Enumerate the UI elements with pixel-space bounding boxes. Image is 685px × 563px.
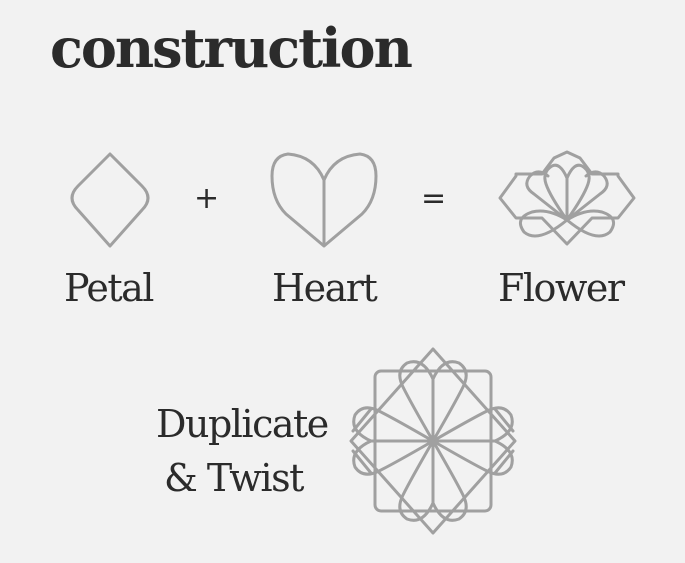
duplicated-twisted-flower (349, 347, 517, 535)
plus-symbol: + (194, 181, 220, 216)
flower-label: Flower (498, 266, 625, 310)
flower-shape (498, 150, 636, 246)
petal-shape (70, 152, 150, 248)
equals-symbol: = (421, 181, 447, 216)
petal-label: Petal (64, 266, 154, 310)
page-title: construction (50, 16, 413, 80)
heart-shape (270, 152, 378, 248)
duplicate-label: Duplicate (156, 402, 329, 446)
heart-label: Heart (272, 266, 378, 310)
twist-label: & Twist (164, 456, 304, 500)
